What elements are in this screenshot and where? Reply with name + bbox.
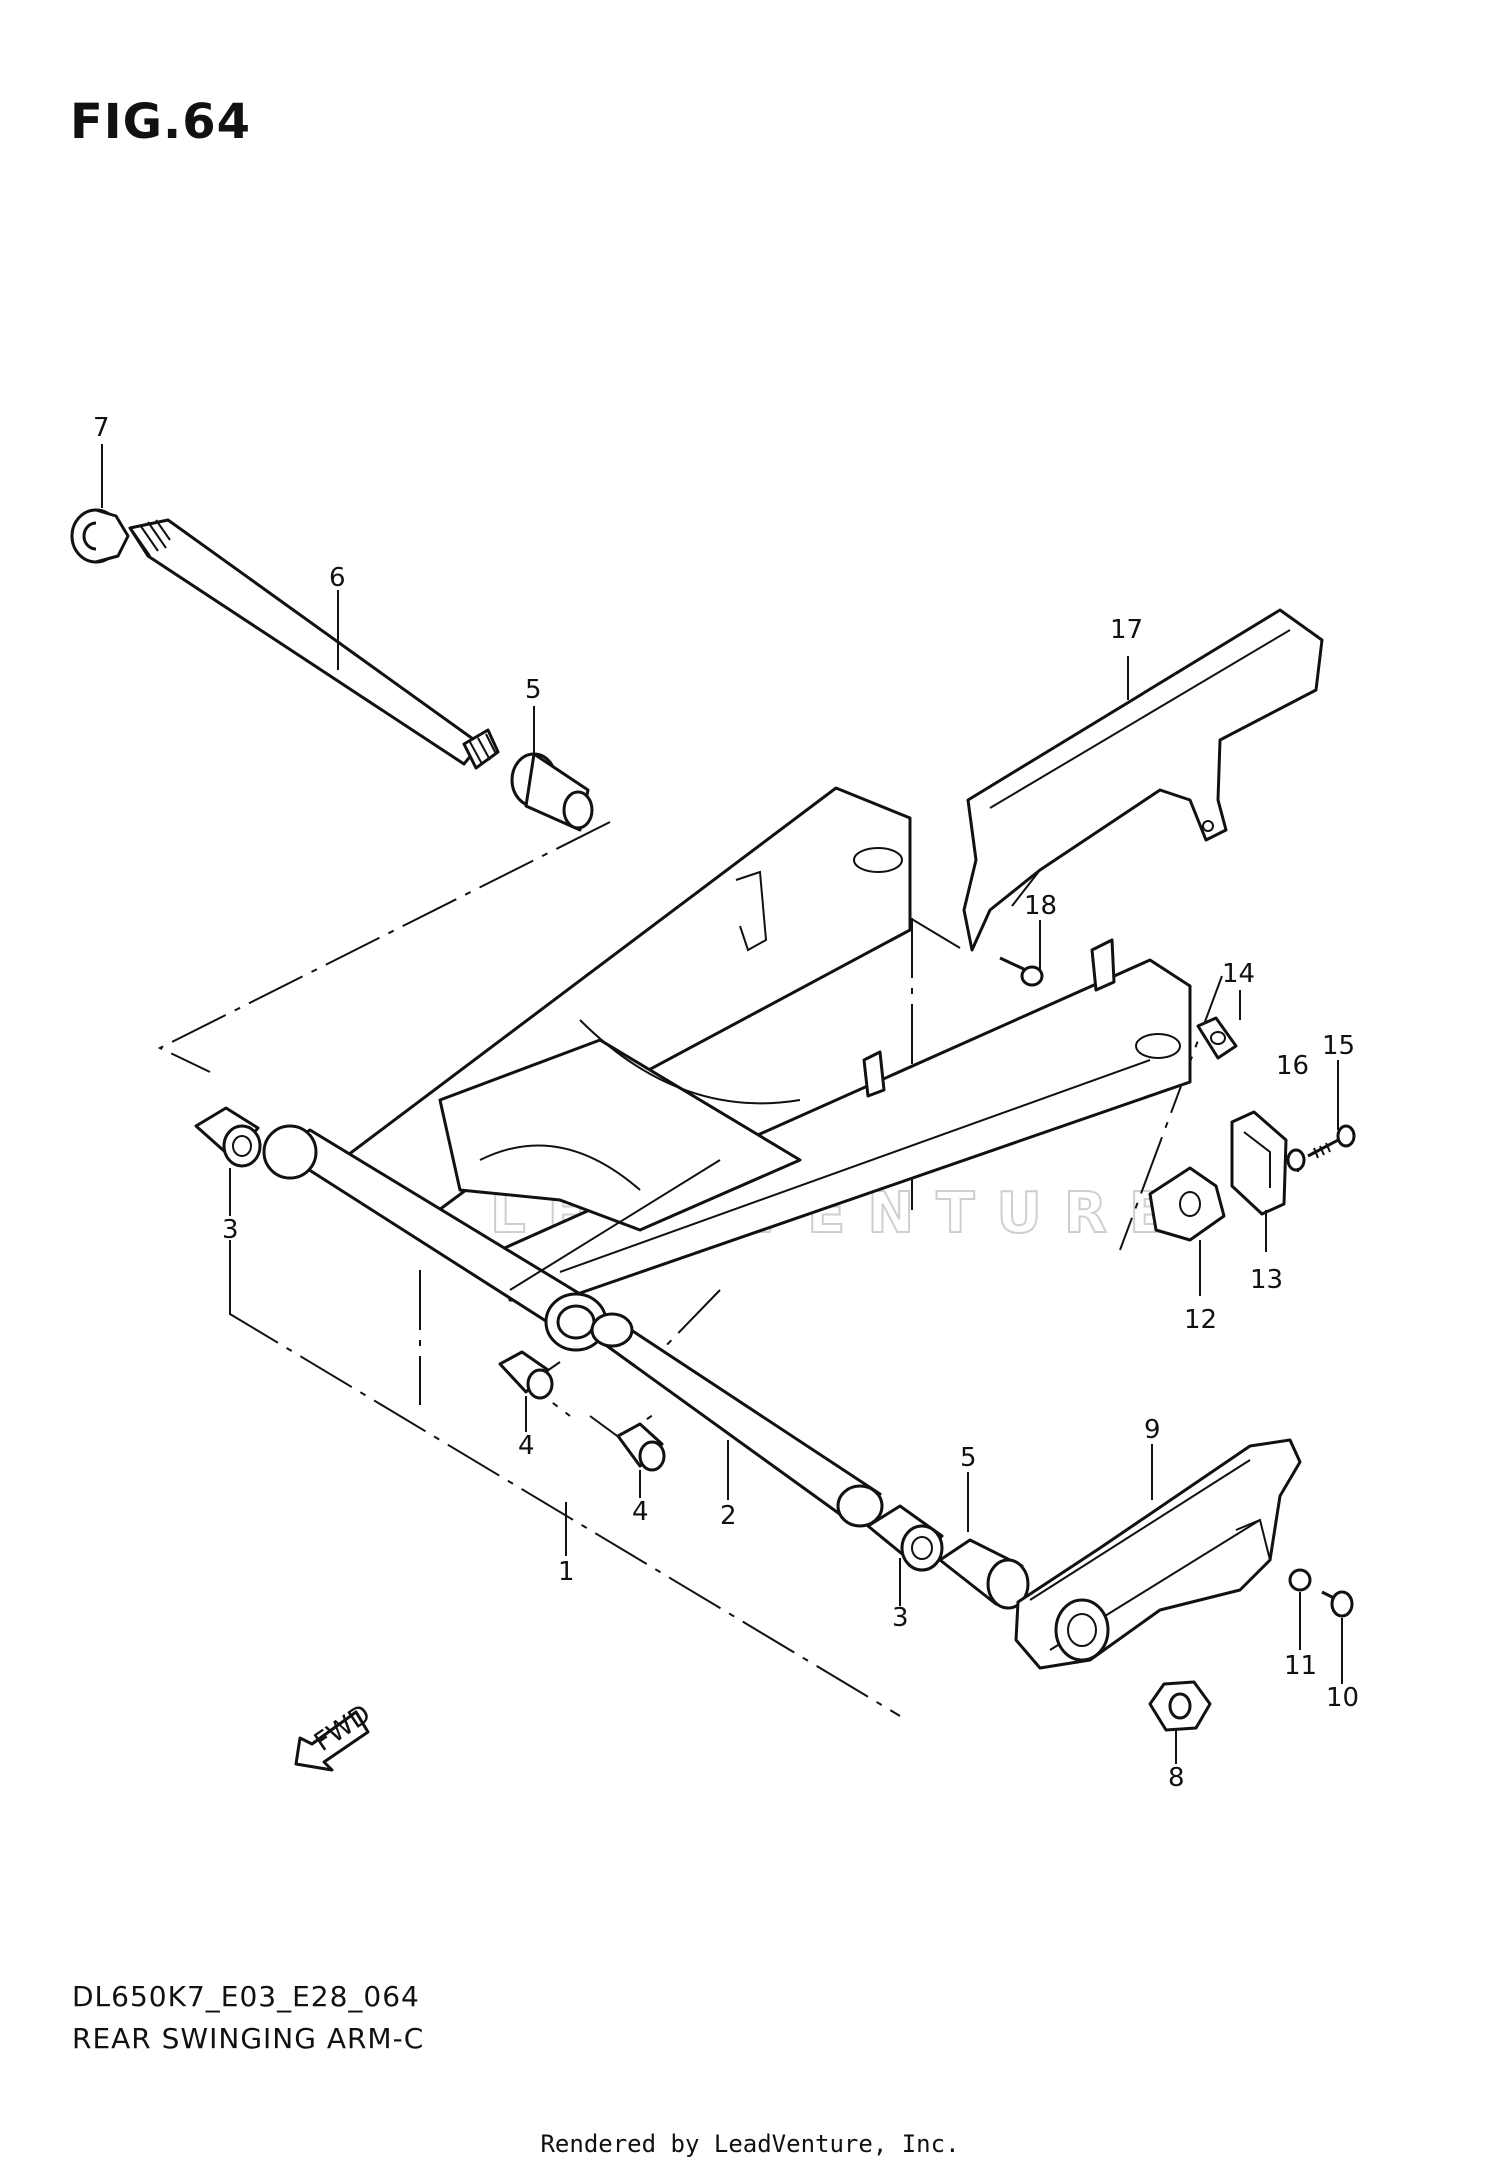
diagram-code: DL650K7_E03_E28_064	[72, 1980, 420, 2013]
callout-13: 13	[1250, 1265, 1283, 1295]
callout-10: 10	[1326, 1683, 1359, 1713]
swing-arm-part-1[interactable]	[262, 786, 1192, 1352]
bolt-part-15[interactable]	[1307, 1124, 1356, 1159]
pivot-shaft-part-6[interactable]	[128, 518, 500, 770]
callout-1: 1	[558, 1557, 575, 1587]
needle-bearing-part-4-left[interactable]	[498, 1350, 554, 1400]
washer-part-16[interactable]	[1286, 1148, 1306, 1172]
callout-6: 6	[329, 563, 346, 593]
callout-4-right: 4	[632, 1497, 649, 1527]
chain-guard-part-9[interactable]	[1014, 1438, 1302, 1670]
needle-bearing-part-4-right[interactable]	[616, 1422, 666, 1472]
callout-16: 16	[1276, 1051, 1309, 1081]
collar-part-5-lower[interactable]	[938, 1538, 1030, 1610]
figure-title: FIG.64	[70, 94, 252, 150]
screw-part-18[interactable]	[999, 956, 1044, 987]
callout-4-left: 4	[518, 1431, 535, 1461]
callout-12: 12	[1184, 1305, 1217, 1335]
pivot-nut-part-7[interactable]	[70, 508, 130, 564]
chain-cover-part-17[interactable]	[962, 608, 1324, 952]
callout-2: 2	[720, 1501, 737, 1531]
forward-direction-arrow: FWD	[294, 1699, 376, 1772]
diagram-name: REAR SWINGING ARM-C	[72, 2022, 425, 2055]
callout-18: 18	[1024, 891, 1057, 921]
collar-part-5-upper[interactable]	[510, 752, 594, 832]
bearing-part-3-left[interactable]	[194, 1106, 262, 1168]
callout-labels: 7 6 5 17 18 14 16 15 13 12 3 4 4 2 1 3 5…	[93, 413, 1359, 1793]
callout-11: 11	[1284, 1651, 1317, 1681]
callout-17: 17	[1110, 615, 1143, 645]
callout-5-lower: 5	[960, 1443, 977, 1473]
callout-3-left: 3	[222, 1215, 239, 1245]
chain-guide-part-13[interactable]	[1230, 1110, 1288, 1216]
callout-9: 9	[1144, 1415, 1161, 1445]
plate-part-14[interactable]	[1196, 1016, 1238, 1060]
spacer-tube-part-2[interactable]	[590, 1312, 884, 1528]
callout-leader-lines	[101, 444, 1343, 1764]
nut-part-8[interactable]	[1148, 1680, 1212, 1732]
collar-part-11[interactable]	[1288, 1568, 1312, 1592]
callout-14: 14	[1222, 959, 1255, 989]
bolt-part-10[interactable]	[1321, 1590, 1354, 1618]
callout-5-upper: 5	[525, 675, 542, 705]
rendered-by-credit: Rendered by LeadVenture, Inc.	[540, 2130, 960, 2158]
callout-15: 15	[1322, 1031, 1355, 1061]
callout-3-right: 3	[892, 1603, 909, 1633]
bracket-part-12[interactable]	[1148, 1166, 1226, 1242]
bearing-part-3-right[interactable]	[866, 1504, 944, 1572]
callout-8: 8	[1168, 1763, 1185, 1793]
callout-7: 7	[93, 413, 110, 443]
